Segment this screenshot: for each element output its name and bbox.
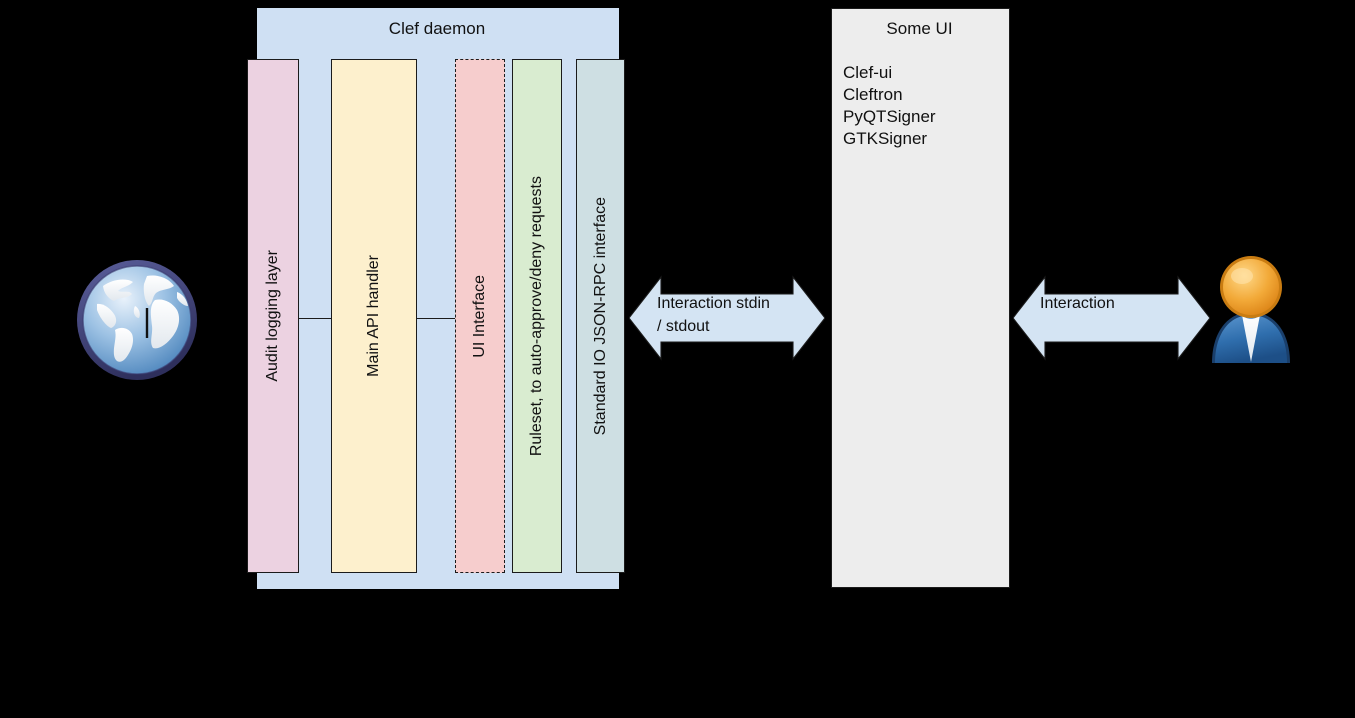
double-arrow-stdin-stdout-icon <box>629 275 825 361</box>
clef-daemon-container <box>257 8 619 589</box>
arrow-stdin-stdout-line2: / stdout <box>657 318 710 335</box>
column-standard-io-json-rpc[interactable]: Standard IO JSON-RPC interface <box>576 59 625 573</box>
clef-daemon-title: Clef daemon <box>388 19 486 38</box>
connector-line-api-to-ui <box>417 318 455 319</box>
arrow-interaction-line1: Interaction <box>1040 295 1115 312</box>
column-main-api-handler[interactable]: Main API handler <box>331 59 417 573</box>
connector-line-audit-to-api <box>299 318 331 319</box>
some-ui-title: Some UI <box>886 19 953 38</box>
list-item: Clef-ui <box>843 63 893 82</box>
column-main-api-handler-label: Main API handler <box>365 255 382 377</box>
column-ruleset-label: Ruleset, to auto-approve/deny requests <box>528 175 545 457</box>
arrow-stdin-stdout-line1: Interaction stdin <box>657 295 770 312</box>
column-standard-io-json-rpc-label: Standard IO JSON-RPC interface <box>591 196 609 436</box>
list-item: GTKSigner <box>843 129 928 148</box>
some-ui-box[interactable] <box>831 8 1010 588</box>
double-arrow-interaction-icon <box>1013 275 1210 361</box>
column-ui-interface-label: UI Interface <box>471 274 488 358</box>
arrow-interaction-label: Interaction <box>1040 292 1190 315</box>
column-ruleset[interactable]: Ruleset, to auto-approve/deny requests <box>512 59 562 573</box>
some-ui-list: Clef-ui Cleftron PyQTSigner GTKSigner <box>843 62 1003 150</box>
list-item: Cleftron <box>843 85 903 104</box>
column-ui-interface[interactable]: UI Interface <box>455 59 505 573</box>
user-icon <box>1204 254 1298 364</box>
column-audit-logging-layer-label: Audit logging layer <box>264 250 281 382</box>
column-audit-logging-layer[interactable]: Audit logging layer <box>247 59 299 573</box>
list-item: PyQTSigner <box>843 107 936 126</box>
globe-icon <box>73 256 201 384</box>
arrow-stdin-stdout-label: Interaction stdin / stdout <box>657 292 807 338</box>
